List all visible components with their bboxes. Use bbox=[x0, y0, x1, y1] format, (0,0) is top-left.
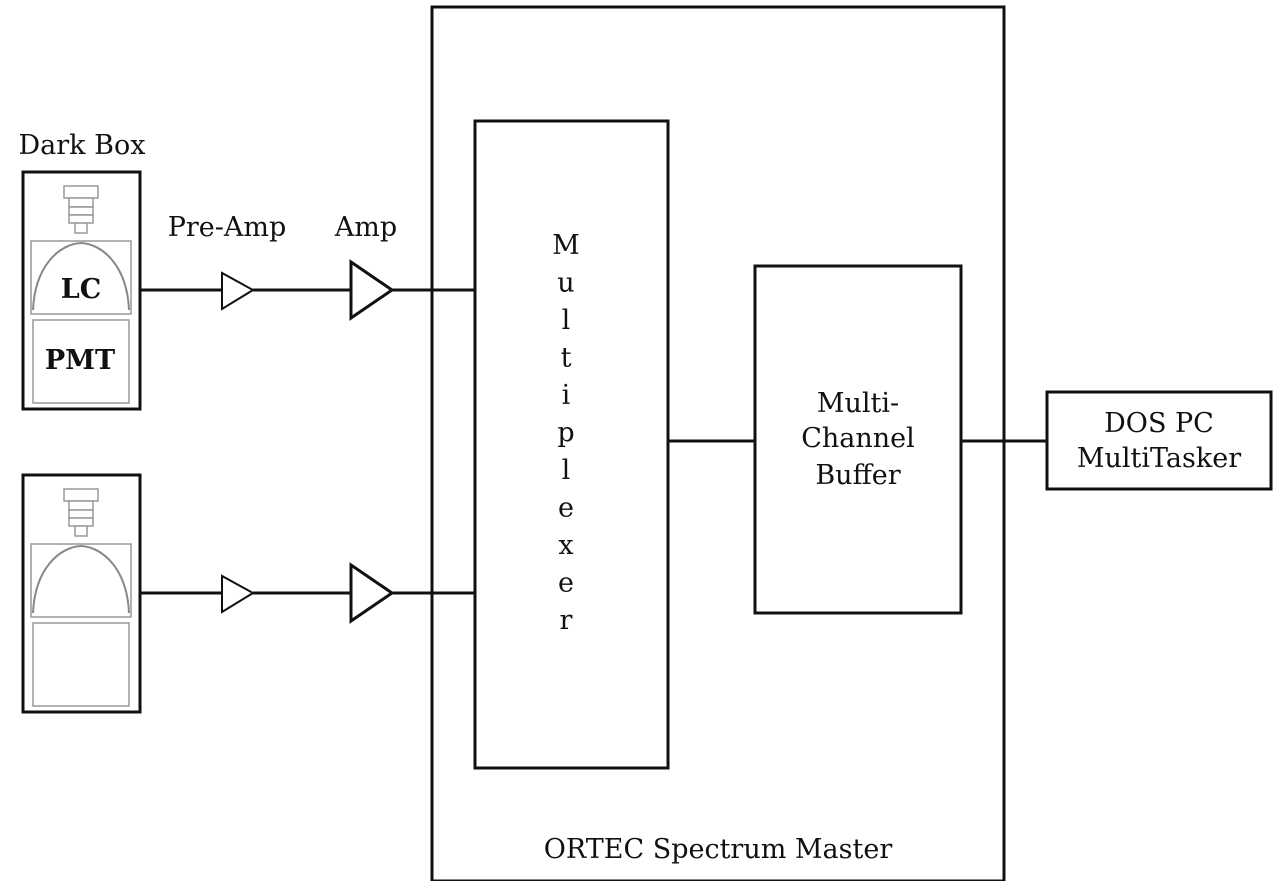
lc-vial-icon bbox=[30, 543, 132, 618]
signal-chain-2 bbox=[140, 562, 475, 624]
buffer-label-line-2: Channel bbox=[801, 423, 915, 454]
multiplexer-letter: l bbox=[562, 455, 571, 486]
dark-box-label: Dark Box bbox=[19, 130, 146, 161]
pmt-label: PMT bbox=[45, 345, 115, 376]
preamp-label: Pre-Amp bbox=[168, 212, 287, 243]
amp-label: Amp bbox=[334, 212, 397, 243]
buffer-label-line-3: Buffer bbox=[815, 460, 900, 491]
pmt-block bbox=[32, 319, 130, 404]
multiplexer-letter: i bbox=[562, 380, 571, 411]
multiplexer-letter: p bbox=[557, 418, 574, 449]
lc-vial-icon bbox=[30, 240, 132, 315]
amp-triangle-icon bbox=[349, 562, 395, 624]
pmt-block bbox=[32, 622, 130, 707]
pc-label-line-2: MultiTasker bbox=[1077, 443, 1241, 474]
multiplexer-letter: r bbox=[560, 605, 573, 636]
pc-box bbox=[1045, 390, 1273, 491]
multiplexer-letter: e bbox=[558, 493, 574, 524]
amp-triangle-icon bbox=[349, 259, 395, 321]
spectrum-master-box bbox=[430, 5, 1006, 881]
lc-label: LC bbox=[61, 274, 101, 305]
multiplexer-box bbox=[473, 119, 670, 770]
tube-connector-icon bbox=[63, 185, 99, 199]
preamp-triangle-icon bbox=[221, 271, 255, 311]
multiplexer-letter: u bbox=[557, 268, 574, 299]
multiplexer-letter: t bbox=[561, 343, 572, 374]
signal-chain-1 bbox=[140, 259, 475, 321]
buffer-label-line-1: Multi- bbox=[817, 388, 899, 419]
multiplexer-letter: x bbox=[558, 530, 573, 561]
tube-connector-icon bbox=[63, 488, 99, 502]
detector-2 bbox=[21, 473, 142, 714]
multiplexer-letter: e bbox=[558, 568, 574, 599]
preamp-triangle-icon bbox=[221, 574, 255, 614]
pc-label-line-1: DOS PC bbox=[1104, 408, 1214, 439]
multiplexer-letter: l bbox=[562, 305, 571, 336]
multiplexer-letter: M bbox=[552, 230, 580, 261]
spectrum-master-label: ORTEC Spectrum Master bbox=[544, 834, 893, 865]
detector-1: LC PMT bbox=[21, 170, 142, 411]
